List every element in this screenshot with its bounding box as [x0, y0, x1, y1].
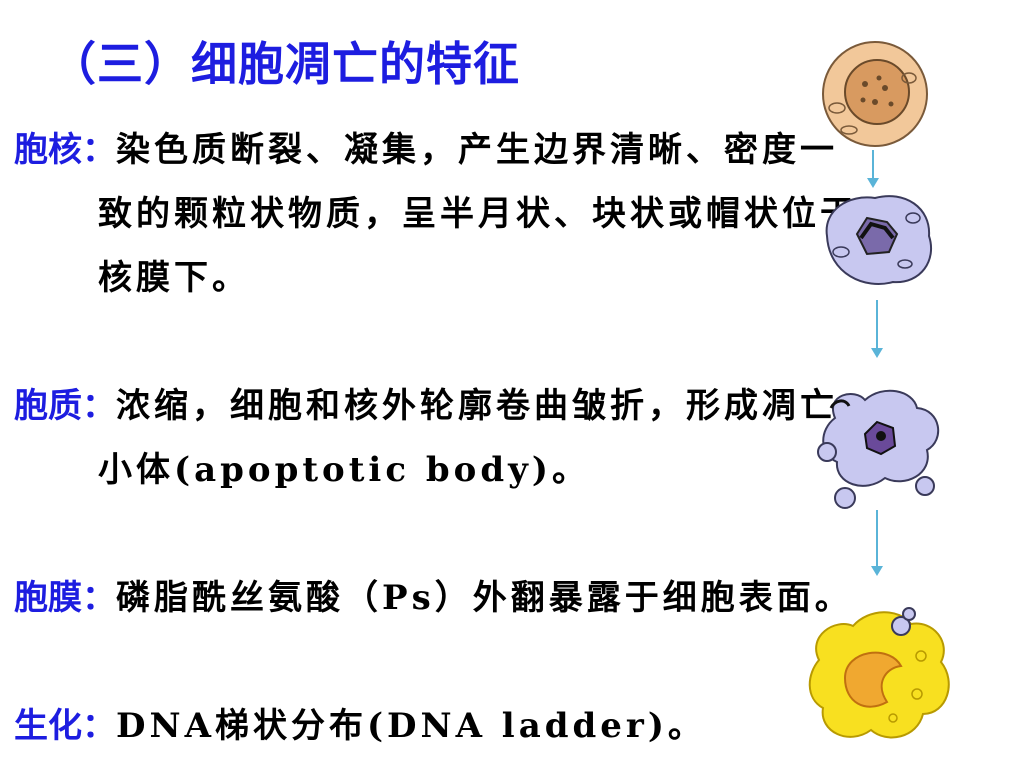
arrow-head-icon: [867, 178, 879, 188]
paragraph-cytoplasm: 胞质：浓缩，细胞和核外轮廓卷曲皱折，形成凋亡小体(apoptotic body)…: [14, 374, 858, 502]
paragraph-label: 胞质：: [14, 386, 116, 426]
apoptotic-body-icon: [817, 389, 940, 509]
paragraph-text: 浓缩，细胞和核外轮廓卷曲皱折，形成凋亡小体(apoptotic body)。: [98, 386, 838, 490]
paragraph-biochemistry: 生化：DNA梯状分布(DNA ladder)。: [14, 694, 858, 758]
paragraph-text: DNA梯状分布(DNA ladder)。: [116, 706, 706, 746]
paragraph-label: 胞核：: [14, 130, 116, 170]
normal-cell-icon: [822, 41, 928, 147]
paragraph-nucleus: 胞核：染色质断裂、凝集，产生边界清晰、密度一致的颗粒状物质，呈半月状、块状或帽状…: [14, 118, 858, 310]
paragraph-text: 染色质断裂、凝集，产生边界清晰、密度一致的颗粒状物质，呈半月状、块状或帽状位于核…: [98, 130, 858, 298]
arrow-head-icon: [871, 348, 883, 358]
paragraph-text: 磷脂酰丝氨酸（Ps）外翻暴露于细胞表面。: [116, 578, 853, 618]
paragraph-membrane: 胞膜：磷脂酰丝氨酸（Ps）外翻暴露于细胞表面。: [14, 566, 858, 630]
arrow-head-icon: [871, 566, 883, 576]
paragraph-label: 胞膜：: [14, 578, 116, 618]
apoptosis-illustration: [808, 41, 950, 739]
slide-title: （三）细胞凋亡的特征: [50, 37, 520, 91]
paragraph-label: 生化：: [14, 706, 116, 746]
engulfed-cell-icon: [808, 607, 950, 739]
shrinking-cell-icon: [825, 195, 933, 285]
